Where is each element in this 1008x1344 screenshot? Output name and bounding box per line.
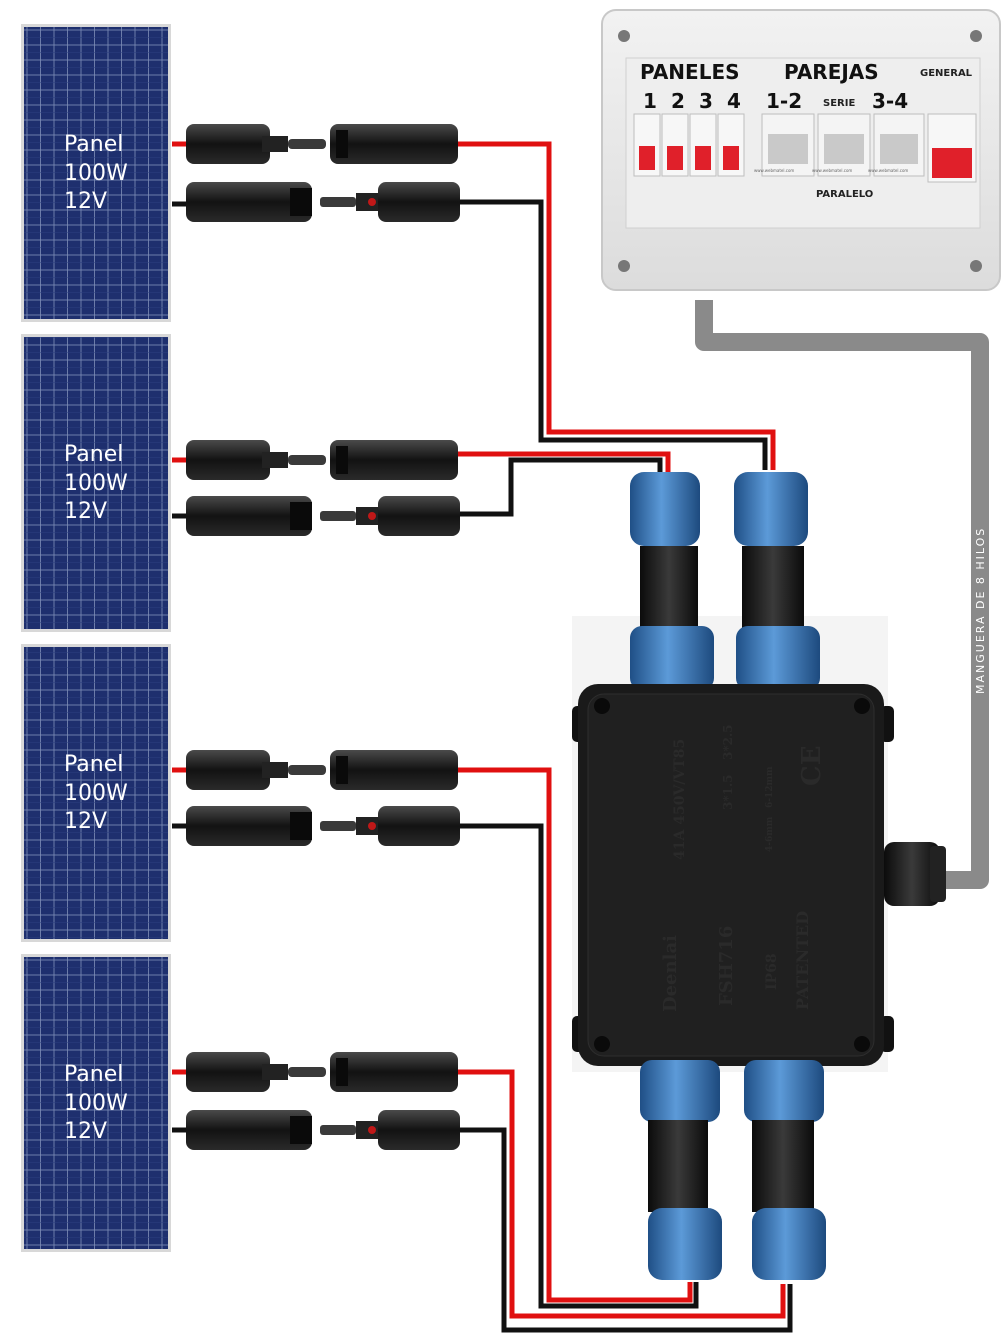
cabinet-label-paralelo: PARALELO	[816, 189, 873, 200]
box-cable-b: 3*2.5	[721, 724, 735, 760]
cabinet-number-1: 1	[643, 89, 657, 113]
pair-breakers: www.webmatel.com www.webmatel.com www.we…	[754, 113, 925, 177]
panel2-label-line1: Panel	[64, 442, 123, 467]
breaker-site-text-3: www.webmatel.com	[868, 168, 908, 173]
panel2-label-line3: 12V	[64, 499, 107, 524]
top-left-gland	[630, 472, 714, 690]
bottom-left-gland	[640, 1060, 722, 1280]
box-cable-a: 3*1.5	[721, 774, 735, 810]
panel1-label-line1: Panel	[64, 132, 123, 157]
panel3-positive-wire	[455, 767, 693, 1303]
cabinet-number-4: 4	[727, 89, 741, 113]
box-rating: 41A 450V/VT85	[672, 739, 688, 860]
box-dia-a: 4-6mm	[765, 816, 775, 852]
panel3-label-line2: 100W	[64, 781, 128, 806]
panel1-label-line3: 12V	[64, 189, 107, 214]
panel4-negative-wire	[455, 1127, 793, 1333]
panel4-label-line3: 12V	[64, 1119, 107, 1144]
box-ce-mark: CE	[797, 745, 827, 786]
solar-panel-4: Panel 100W 12V	[21, 954, 171, 1252]
panel2-positive-connector-pair	[186, 440, 458, 480]
panel3-negative-connector-pair	[186, 806, 460, 846]
panel-breakers	[633, 113, 745, 177]
cabinet-label-paneles: PANELES	[640, 60, 740, 84]
hose-label: MANGUERA DE 8 HILOS	[974, 527, 987, 694]
solar-panel-3: Panel 100W 12V	[21, 644, 171, 942]
panel2-label-line2: 100W	[64, 471, 128, 496]
general-breaker	[927, 113, 977, 183]
panel4-positive-wire	[455, 1069, 786, 1319]
panel2-negative-wire	[455, 457, 663, 517]
cabinet-number-2: 2	[671, 89, 685, 113]
bottom-right-gland	[744, 1060, 826, 1280]
solar-panel-1: Panel 100W 12V	[21, 24, 171, 322]
junction-box: 41A 450V/VT85 3*1.5 3*2.5 4-6mm 6-12mm C…	[572, 472, 946, 1280]
panel1-negative-connector-pair	[186, 182, 460, 222]
positive-wires	[172, 141, 786, 1319]
box-brand: Deenlai	[660, 935, 681, 1012]
panel3-positive-connector-pair	[186, 750, 458, 790]
breaker-site-text-1: www.webmatel.com	[754, 168, 794, 173]
cabinet-number-3: 3	[699, 89, 713, 113]
mc4-connectors	[186, 124, 460, 1150]
panel1-positive-wire	[455, 141, 776, 470]
panel2-positive-wire	[455, 451, 671, 472]
box-dia-b: 6-12mm	[765, 766, 775, 808]
cabinet-label-parejas: PAREJAS	[784, 60, 879, 84]
panel4-positive-connector-pair	[186, 1052, 458, 1092]
panel4-label-line1: Panel	[64, 1062, 123, 1087]
top-right-gland	[734, 472, 820, 690]
panel1-positive-connector-pair	[186, 124, 458, 164]
box-patented: PATENTED	[793, 911, 812, 1010]
panel1-negative-wire	[455, 199, 768, 470]
breaker-site-text-2: www.webmatel.com	[812, 168, 852, 173]
box-ip: IP68	[764, 953, 780, 990]
panel3-negative-wire	[455, 823, 699, 1309]
panel4-negative-connector-pair	[186, 1110, 460, 1150]
panel3-label-line1: Panel	[64, 752, 123, 777]
breaker-cabinet: PANELES PAREJAS GENERAL 1 2 3 4 1-2 SERI…	[601, 9, 1001, 291]
panel1-label-line2: 100W	[64, 161, 128, 186]
cabinet-pair-3-4: 3-4	[872, 89, 908, 113]
panel3-label-line3: 12V	[64, 809, 107, 834]
panel2-negative-connector-pair	[186, 496, 460, 536]
solar-panel-2: Panel 100W 12V	[21, 334, 171, 632]
cabinet-label-serie: SERIE	[823, 98, 855, 109]
panel4-label-line2: 100W	[64, 1091, 128, 1116]
cabinet-pair-1-2: 1-2	[766, 89, 802, 113]
grey-hose	[695, 300, 989, 889]
box-model: FSH716	[716, 926, 737, 1006]
cabinet-label-general: GENERAL	[920, 68, 973, 79]
